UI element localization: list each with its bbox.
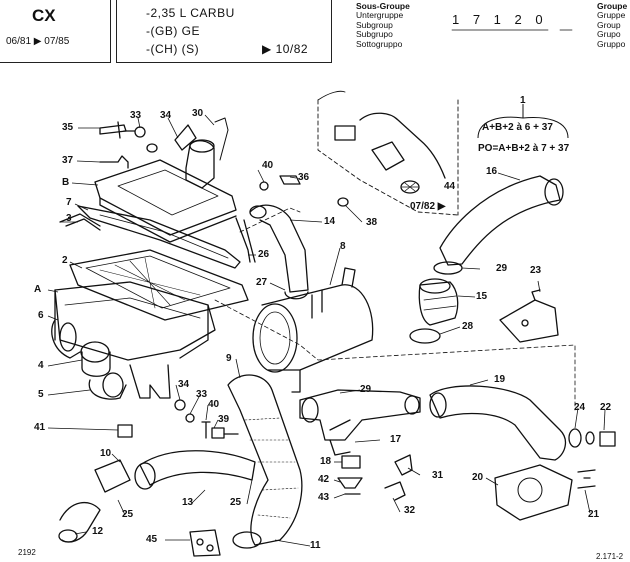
subgroup-labels: Sous-Groupe Untergruppe Subgroup Subgrup… (356, 1, 410, 49)
callout-40b: 40 (208, 399, 220, 410)
callout-38: 38 (366, 217, 378, 228)
callout-31: 31 (432, 470, 444, 481)
date-range: 06/81 ▶ 07/85 (6, 36, 70, 47)
callout-41: 41 (34, 422, 46, 433)
callout-22: 22 (600, 402, 612, 413)
callout-32: 32 (404, 505, 416, 516)
callout-43: 43 (318, 492, 330, 503)
callout-B: B (62, 177, 70, 188)
callout-45: 45 (146, 534, 158, 545)
header-engine-box (116, 0, 332, 63)
callout-14: 14 (324, 216, 336, 227)
callout-39: 39 (218, 414, 230, 425)
callout-40: 40 (262, 160, 274, 171)
footer-left-code: 2192 (18, 548, 36, 557)
callout-19: 19 (494, 374, 506, 385)
group-label-fr: Groupe (597, 1, 628, 11)
callout-27: 27 (256, 277, 268, 288)
model-code: CX (32, 6, 56, 25)
callout-30: 30 (192, 108, 204, 119)
callout-13: 13 (182, 497, 194, 508)
callout-34: 34 (160, 110, 172, 121)
callout-21: 21 (588, 509, 600, 520)
callout-24: 24 (574, 402, 586, 413)
callout-36: 36 (298, 172, 310, 183)
callout-16: 16 (486, 166, 498, 177)
subgroup-code: 1 7 1 2 0 (452, 12, 548, 27)
callout-33: 33 (130, 110, 142, 121)
callout-11: 11 (310, 540, 321, 551)
subgroup-label-es: Subgrupo (356, 29, 393, 40)
group-label-de: Gruppe (597, 10, 626, 21)
callout-15: 15 (476, 291, 488, 302)
engine-date: ▶ 10/82 (262, 42, 309, 56)
callout-2: 2 (62, 255, 68, 266)
callout-9: 9 (226, 353, 232, 364)
subgroup-label-fr: Sous-Groupe (356, 1, 410, 11)
callout-17: 17 (390, 434, 402, 445)
callout-26: 26 (258, 249, 270, 260)
callout-12: 12 (92, 526, 104, 537)
group-label-es: Grupo (597, 29, 621, 40)
callout-33b: 33 (196, 389, 208, 400)
callout-25b: 25 (230, 497, 242, 508)
header-left-box (0, 0, 111, 63)
subgroup-label-de: Untergruppe (356, 10, 404, 21)
callout-42: 42 (318, 474, 330, 485)
group-label-it: Gruppo (597, 38, 626, 49)
callout-23: 23 (530, 265, 542, 276)
callout-37: 37 (62, 155, 74, 166)
engine-line-3: -(CH) (S) (146, 42, 200, 56)
kit-formula-1: A+B+2 à 6 + 37 (482, 122, 553, 133)
callout-5: 5 (38, 389, 44, 400)
subgroup-label-it: Sottogruppo (356, 38, 403, 49)
callout-25a: 25 (122, 509, 134, 520)
callout-4: 4 (38, 360, 44, 371)
footer-right-code: 2.171-2 (596, 552, 624, 561)
kit-formula-2: PO=A+B+2 à 7 + 37 (478, 143, 570, 154)
callout-8: 8 (340, 241, 346, 252)
group-label-en: Group (597, 19, 621, 30)
callout-3: 3 (66, 213, 72, 224)
inset-date: 07/82 ▶ (410, 201, 446, 212)
callout-20: 20 (472, 472, 484, 483)
engine-line-2: -(GB) GE (146, 24, 200, 38)
callout-18: 18 (320, 456, 332, 467)
callout-7: 7 (66, 197, 72, 208)
engine-line-1: -2,35 L CARBU (146, 6, 235, 20)
callout-28: 28 (462, 321, 474, 332)
subgroup-label-en: Subgroup (356, 19, 393, 30)
callout-44: 44 (444, 181, 456, 192)
callout-6: 6 (38, 310, 44, 321)
callout-A: A (34, 284, 42, 295)
callout-35: 35 (62, 122, 74, 133)
callout-29: 29 (496, 263, 508, 274)
callout-34b: 34 (178, 379, 190, 390)
kit-number: 1 (520, 95, 526, 106)
callout-10: 10 (100, 448, 112, 459)
group-labels: Groupe Gruppe Group Grupo Gruppo (597, 1, 628, 49)
callout-29b: 29 (360, 384, 372, 395)
